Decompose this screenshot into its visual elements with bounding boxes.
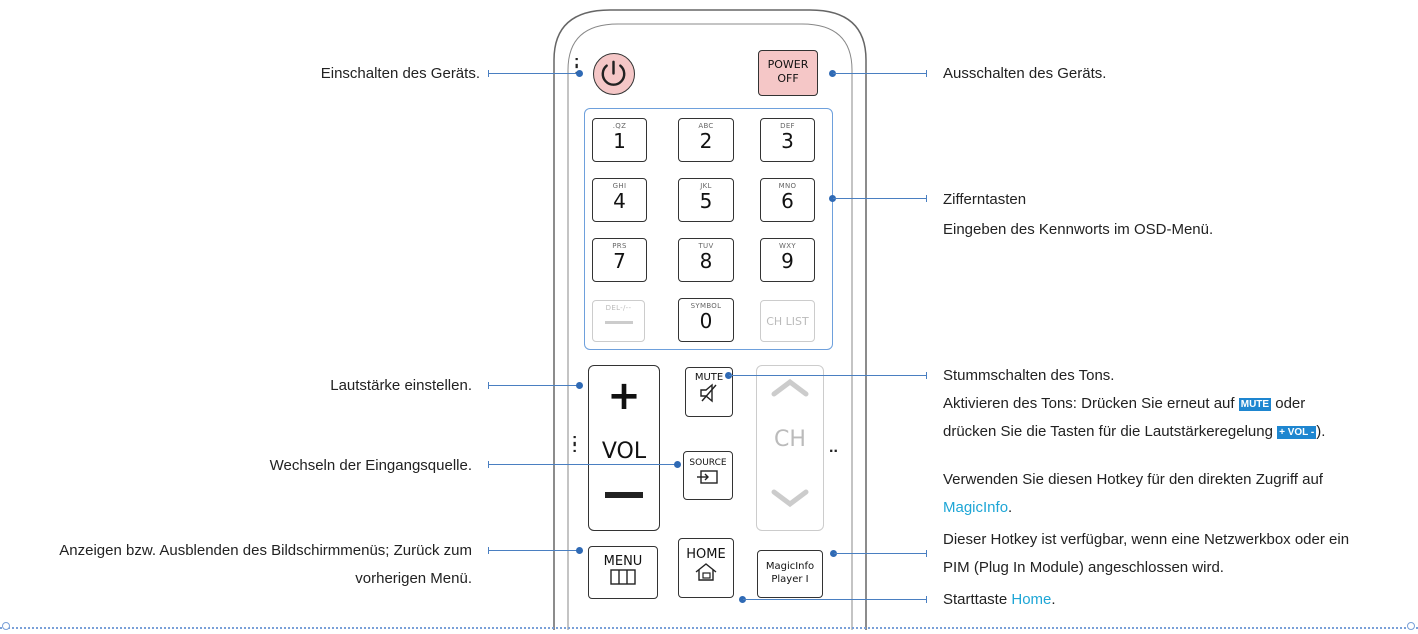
callout-dot-source [674,461,681,468]
remote-outline [553,9,867,630]
volume-down-icon[interactable] [605,492,643,498]
home-icon [695,563,717,581]
separator-endpoint-right [1407,622,1415,630]
callout-dot-menu [576,547,583,554]
symbol-zero-button[interactable]: SYMBOL 0 [678,298,734,342]
number-keys-frame [584,108,833,350]
power-on-button[interactable] [593,53,635,95]
menu-grid-icon [610,569,636,585]
volume-rocker[interactable]: + VOL [588,365,660,531]
label-number-keys-title: Zifferntasten [943,191,1027,208]
source-button[interactable]: SOURCE [683,451,733,500]
magicinfo-player-button[interactable]: MagicInfo Player I [757,550,823,598]
callout-dot-mute [725,372,732,379]
power-icon [601,60,626,86]
mute-tag: MUTE [1238,398,1272,411]
label-home: Starttaste Home. [943,591,1056,608]
channel-down-icon[interactable] [770,488,810,508]
home-link[interactable]: Home [1011,591,1052,608]
label-mute-line2: Aktivieren des Tons: Drücken Sie erneut … [943,395,1306,412]
bottom-separator [0,627,1418,629]
label-mute-title: Stummschalten des Tons. [943,367,1115,384]
channel-up-icon[interactable] [770,378,810,398]
volume-label: VOL [601,439,647,464]
label-magicinfo-line1: Verwenden Sie diesen Hotkey für den dire… [943,471,1323,488]
vol-tag: + VOL - [1277,426,1317,439]
label-magicinfo-line3: Dieser Hotkey ist verfügbar, wenn eine N… [943,531,1350,548]
power-off-button[interactable]: POWER OFF [758,50,818,96]
source-input-icon [697,470,718,484]
label-mute-line3: drücken Sie die Tasten für die Lautstärk… [943,423,1326,440]
label-volume: Lautstärke einstellen. [330,377,472,394]
channel-rocker[interactable]: CH [756,365,824,531]
channel-label: CH [774,427,806,452]
callout-dot-power-off [829,70,836,77]
label-number-keys-desc: Eingeben des Kennworts im OSD-Menü. [943,221,1214,238]
label-magicinfo-line4: PIM (Plug In Module) angeschlossen wird. [943,559,1224,576]
callout-dot-magicinfo [830,550,837,557]
label-power-off: Ausschalten des Geräts. [943,65,1107,82]
del-button[interactable]: DEL-/-- [592,300,645,342]
power-dots: :: [574,53,580,78]
separator-endpoint-left [2,622,10,630]
label-menu-line2: vorherigen Menü. [355,570,472,587]
volume-dots: :: [572,431,578,456]
home-button[interactable]: HOME [678,538,734,598]
callout-dot-number-keys [829,195,836,202]
label-source: Wechseln der Eingangsquelle. [269,457,472,474]
label-menu-line1: Anzeigen bzw. Ausblenden des Bildschirmm… [59,542,472,559]
magicinfo-link[interactable]: MagicInfo [943,499,1009,516]
label-power-on: Einschalten des Geräts. [320,65,480,82]
callout-dot-home [739,596,746,603]
ch-list-button[interactable]: CH LIST [760,300,815,342]
volume-up-icon[interactable]: + [607,373,641,419]
mute-speaker-icon [700,383,717,403]
label-magicinfo-line2: MagicInfo. [943,499,1013,516]
menu-button[interactable]: MENU [588,546,658,599]
channel-dots: .. [829,439,838,456]
callout-dot-power-on [576,70,583,77]
callout-dot-volume [576,382,583,389]
